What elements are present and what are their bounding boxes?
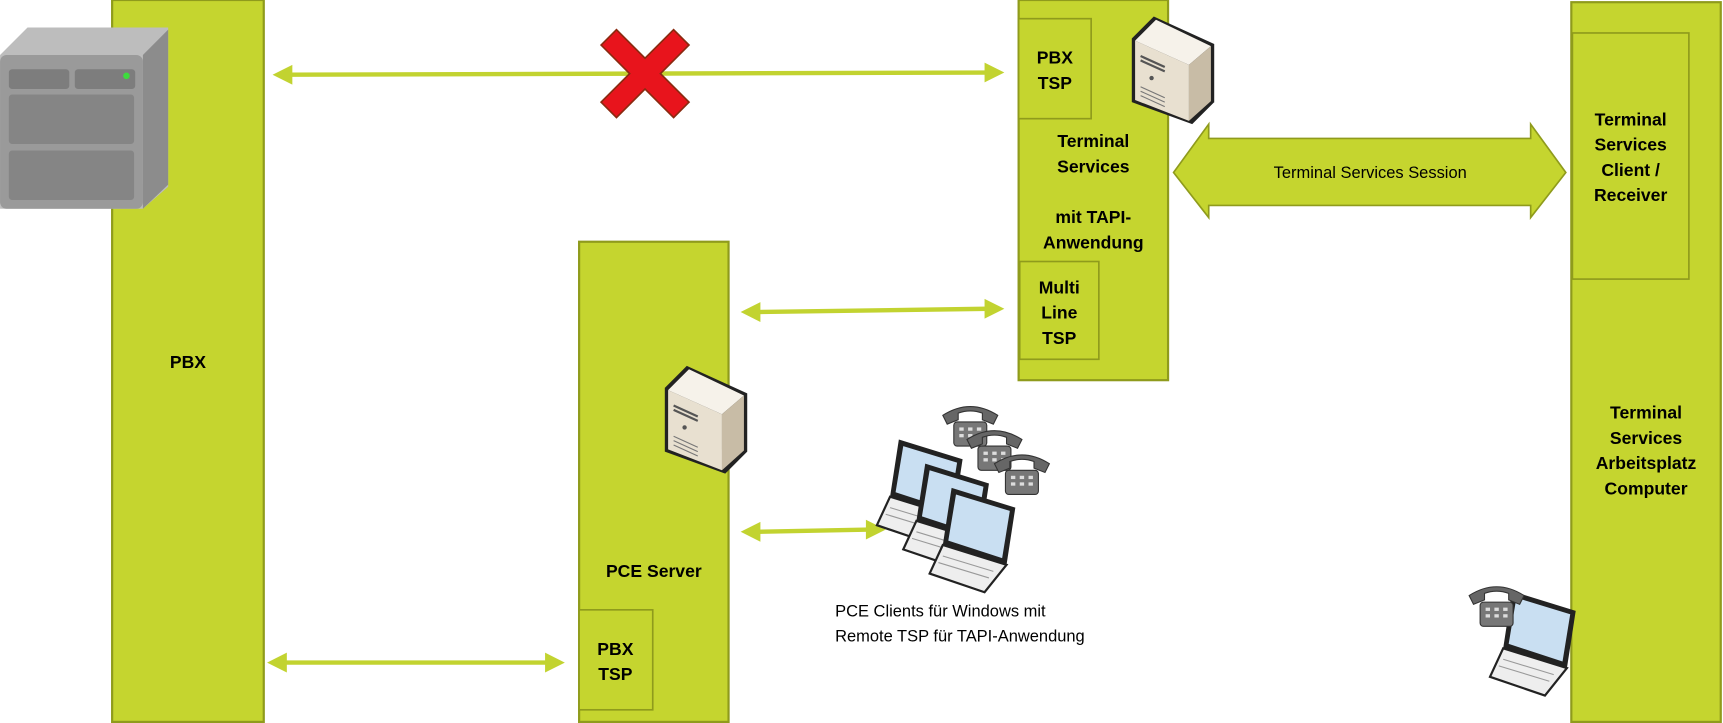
workstation-label: Computer	[1605, 478, 1688, 498]
pce-pbx-tsp-label: PBX	[597, 639, 633, 659]
terminal-services-session-arrow	[1172, 121, 1567, 220]
blocked-x-icon	[599, 28, 691, 119]
workstation-label: Services	[1610, 428, 1683, 448]
multiline-tsp-box	[1018, 260, 1100, 361]
pbx-label: PBX	[170, 352, 206, 372]
terminal-pbx-tsp-label: TSP	[1038, 73, 1072, 93]
pce-clients-group	[875, 406, 1050, 594]
pce-clients-caption: PCE Clients für Windows mit	[835, 602, 1046, 620]
session-arrow-label: Terminal Services Session	[1274, 164, 1467, 182]
terminal-server-title: Terminal	[1057, 131, 1129, 151]
pce-to-multiline-connection	[740, 298, 1005, 322]
ts-client-label: Receiver	[1594, 185, 1667, 205]
pce-to-clients-connection	[740, 519, 886, 542]
multiline-tsp-label: Line	[1041, 303, 1077, 323]
multiline-tsp-label: TSP	[1042, 328, 1076, 348]
terminal-pbx-tsp-label: PBX	[1037, 48, 1073, 68]
pce-clients-caption: Remote TSP für TAPI-Anwendung	[835, 628, 1085, 646]
ts-client-label: Client /	[1601, 160, 1660, 180]
multiline-tsp-label: Multi	[1039, 277, 1080, 297]
ts-client-label: Services	[1594, 135, 1667, 155]
server-rack-icon	[0, 27, 169, 209]
telephone-icon	[993, 454, 1050, 496]
ts-client-label: Terminal	[1595, 109, 1667, 129]
terminal-server-subtitle: Anwendung	[1043, 232, 1144, 252]
pce-pbx-tsp-box	[578, 609, 654, 711]
pce-pbx-tsp-label: TSP	[598, 664, 632, 684]
workstation-label: Arbeitsplatz	[1596, 453, 1697, 473]
pce-server-label: PCE Server	[606, 561, 702, 581]
pbx-to-pce-connection	[267, 652, 565, 673]
terminal-server-subtitle: mit TAPI-	[1055, 207, 1131, 227]
ts-client-box	[1571, 32, 1690, 280]
workstation-label: Terminal	[1610, 403, 1682, 423]
terminal-server-title: Services	[1057, 157, 1130, 177]
terminal-pbx-tsp-box	[1017, 17, 1092, 120]
